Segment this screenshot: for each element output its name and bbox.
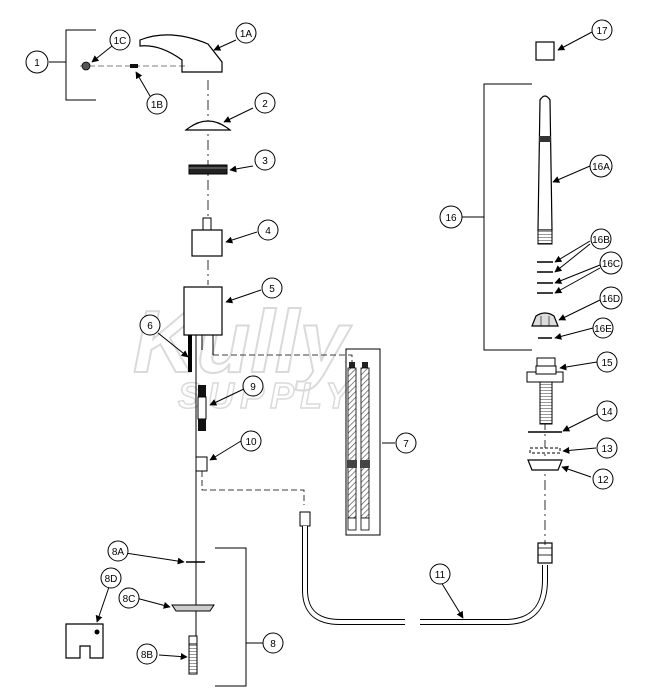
callout-16B: 16B: [590, 228, 612, 250]
svg-text:16A: 16A: [592, 162, 610, 173]
callout-3: 3: [254, 149, 276, 171]
svg-text:1C: 1C: [114, 36, 127, 47]
svg-text:8A: 8A: [112, 547, 125, 558]
handle-1A: [80, 34, 223, 73]
in-line-filter-9: [197, 385, 207, 431]
screw-1C: [81, 61, 91, 71]
hose-11: [299, 511, 553, 625]
callout-8D: 8D: [100, 567, 122, 589]
spray-holder-15: [526, 357, 564, 425]
button-1B: [130, 64, 138, 68]
svg-text:16: 16: [445, 213, 457, 224]
plug-17: [535, 41, 555, 61]
gasket-13: [529, 447, 561, 454]
callout-8A: 8A: [107, 540, 129, 562]
svg-text:8D: 8D: [105, 574, 118, 585]
callout-12: 12: [592, 468, 614, 490]
svg-text:17: 17: [596, 26, 608, 37]
callout-14: 14: [596, 400, 618, 422]
callout-16D: 16D: [599, 286, 623, 310]
part-10: [195, 456, 208, 472]
svg-text:16D: 16D: [602, 294, 620, 305]
stud-8B: [188, 635, 198, 675]
template-8D: [65, 623, 104, 659]
callout-16A: 16A: [589, 154, 613, 178]
callout-8C: 8C: [118, 587, 140, 609]
callout-10: 10: [240, 430, 262, 452]
bracket-1: [65, 29, 96, 101]
cartridge-4: [191, 217, 223, 257]
callouts: 1 1C 1A 1B 2 3 4 5 6 9 10 7 8A 8D 8C 8B …: [25, 19, 623, 665]
svg-text:1: 1: [34, 58, 40, 69]
callout-11: 11: [429, 563, 451, 585]
escutcheon-2: [184, 120, 232, 131]
callout-1: 1: [25, 50, 49, 74]
callout-8B: 8B: [136, 643, 158, 665]
svg-text:7: 7: [403, 439, 409, 450]
svg-text:15: 15: [601, 358, 613, 369]
callout-7: 7: [395, 432, 417, 454]
callout-16E: 16E: [592, 317, 614, 339]
callout-4: 4: [257, 219, 279, 241]
svg-text:1B: 1B: [151, 100, 164, 111]
nut-16D: [531, 312, 559, 327]
svg-text:16C: 16C: [602, 259, 620, 270]
bracket-8C: [171, 604, 215, 612]
svg-text:9: 9: [250, 382, 256, 393]
callout-13: 13: [596, 437, 618, 459]
svg-text:4: 4: [265, 226, 271, 237]
svg-text:1A: 1A: [240, 29, 253, 40]
gasket-3: [188, 164, 228, 175]
svg-text:12: 12: [597, 475, 609, 486]
callout-16C: 16C: [599, 251, 623, 275]
svg-text:6: 6: [147, 321, 153, 332]
svg-text:16E: 16E: [594, 324, 612, 335]
bracket-16: [483, 83, 532, 351]
svg-text:11: 11: [435, 570, 446, 581]
callout-15: 15: [596, 351, 618, 373]
svg-text:8: 8: [270, 639, 276, 650]
callout-9: 9: [242, 375, 264, 397]
svg-text:8C: 8C: [123, 594, 136, 605]
svg-text:10: 10: [245, 437, 257, 448]
svg-text:3: 3: [262, 156, 268, 167]
lock-nut-12: [527, 459, 563, 471]
callout-5: 5: [261, 277, 283, 299]
callout-16: 16: [439, 205, 463, 229]
callout-2: 2: [254, 92, 276, 114]
callout-1B: 1B: [146, 93, 168, 115]
svg-text:5: 5: [269, 284, 275, 295]
svg-text:2: 2: [262, 99, 268, 110]
callout-1C: 1C: [109, 29, 131, 51]
svg-text:16B: 16B: [592, 235, 610, 246]
svg-text:14: 14: [601, 407, 613, 418]
svg-text:13: 13: [601, 444, 613, 455]
callout-6: 6: [139, 314, 161, 336]
callout-1A: 1A: [235, 22, 257, 44]
callout-17: 17: [591, 19, 613, 41]
watermark: Kully SUPPLY: [132, 291, 353, 417]
svg-text:8B: 8B: [141, 650, 154, 661]
bracket-8: [215, 547, 247, 687]
valve-body-5: [183, 286, 223, 336]
supply-hoses-7: [345, 348, 381, 536]
callout-8: 8: [262, 632, 284, 654]
spray-wand-16A: [537, 95, 553, 245]
